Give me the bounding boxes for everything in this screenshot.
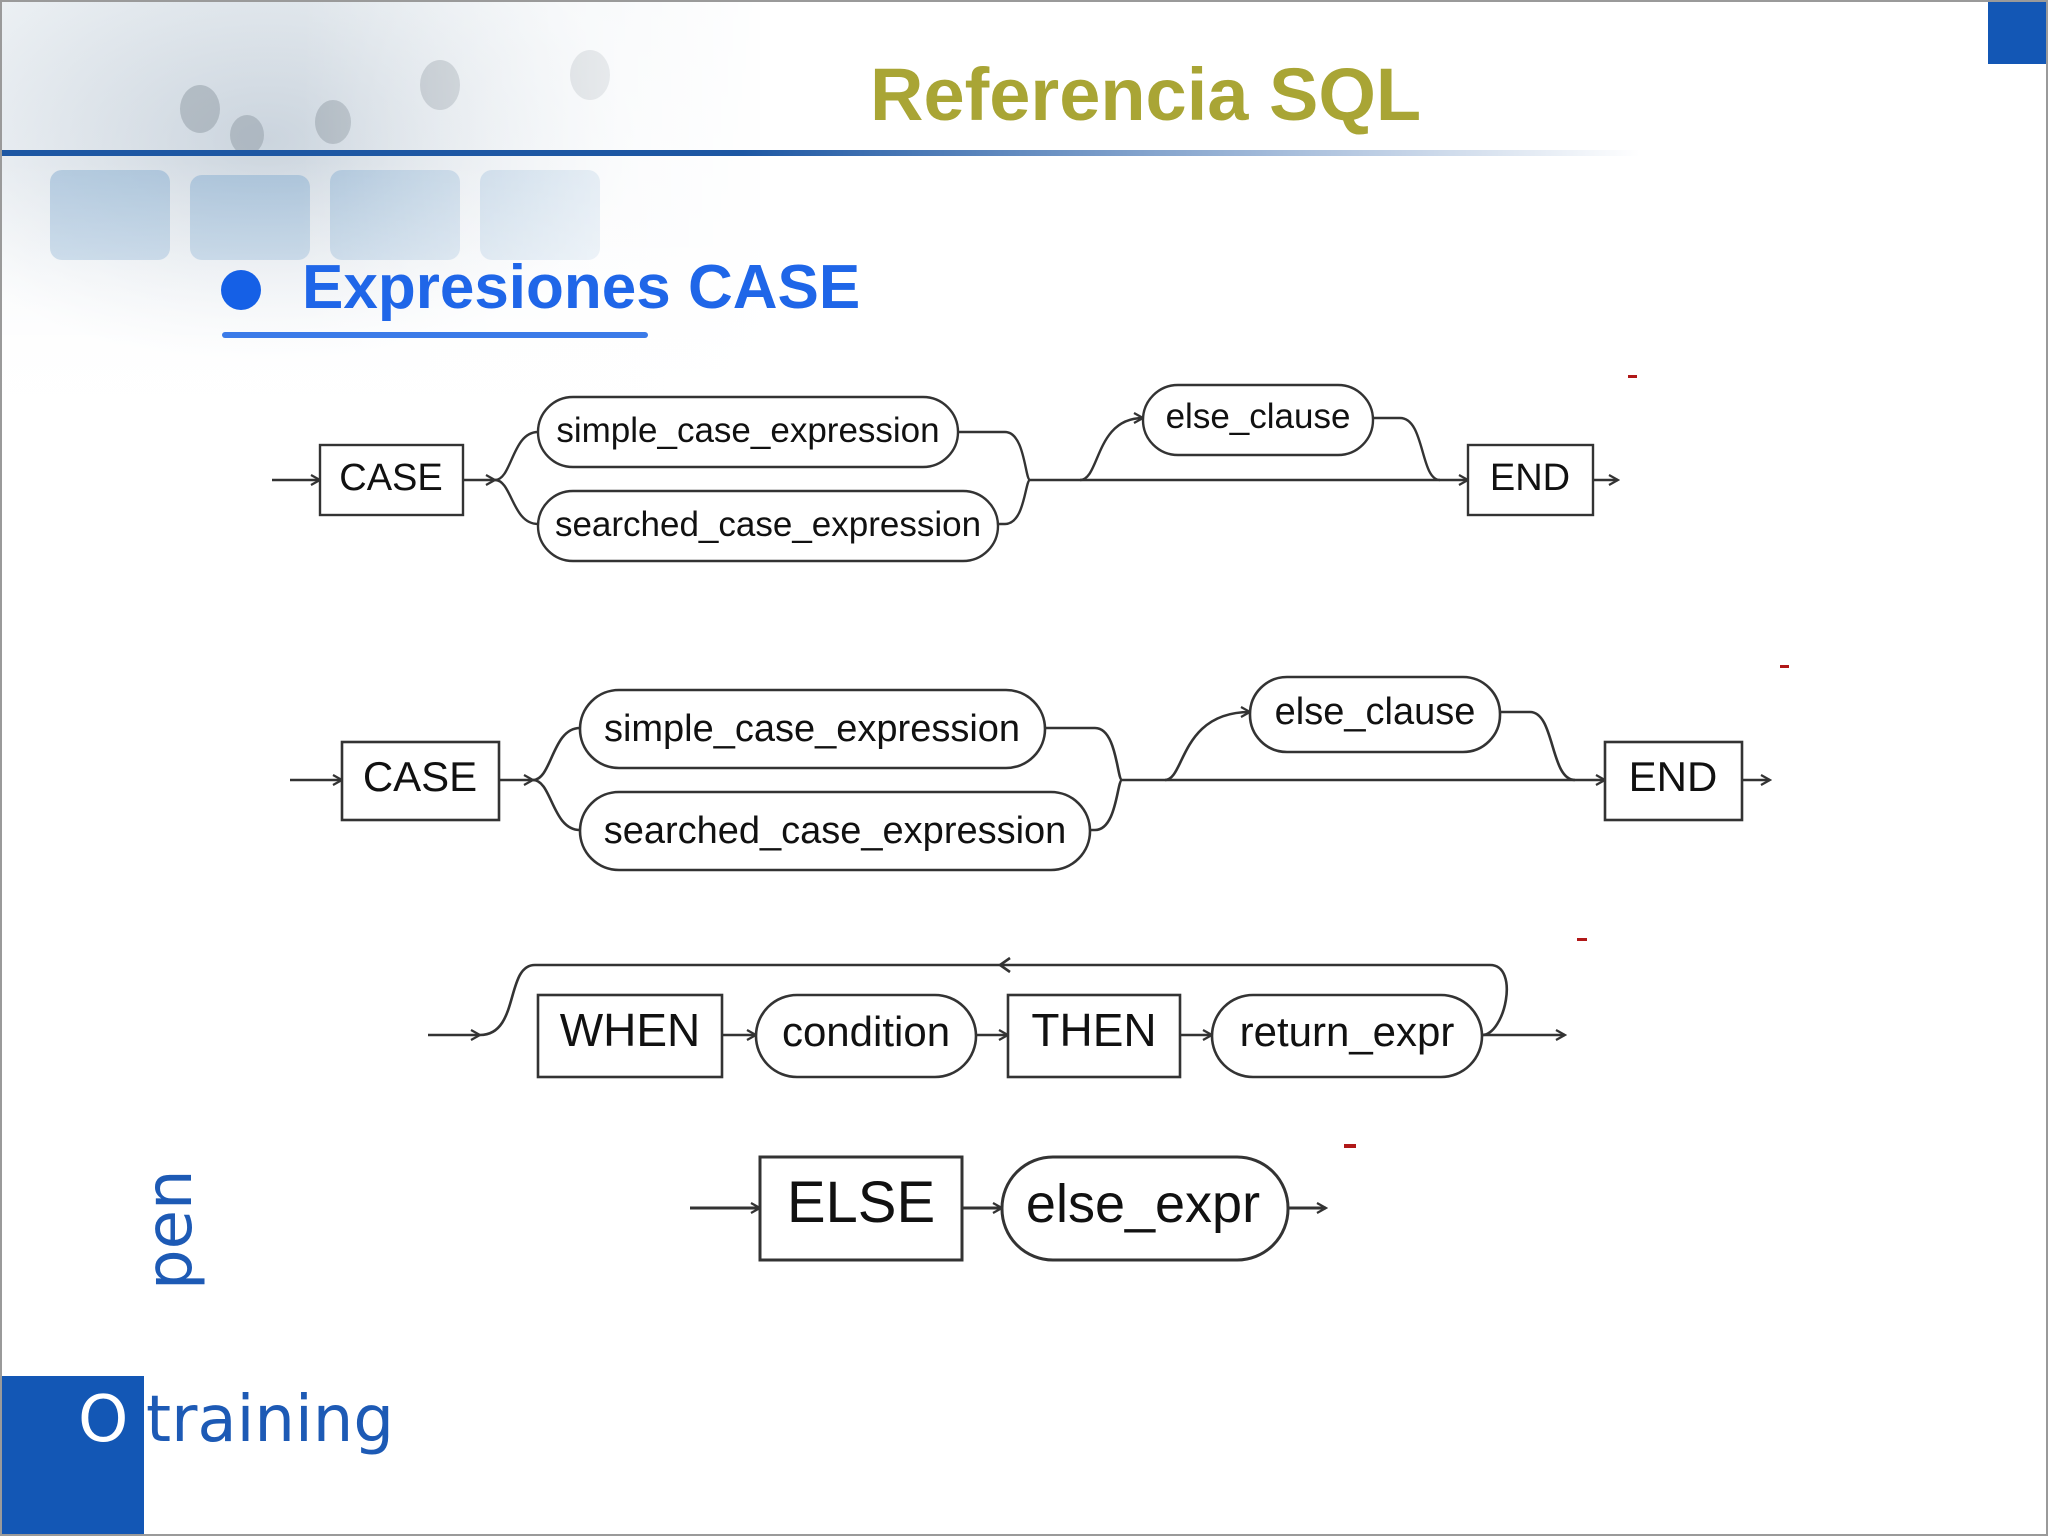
connector-line — [1164, 712, 1250, 782]
case-diagram-1 — [272, 383, 1618, 563]
loop-back-line — [479, 963, 1509, 1037]
red-mark — [1628, 375, 1637, 378]
corner-block — [1988, 0, 2048, 64]
connector-line — [998, 478, 1032, 526]
slide-subtitle: Expresiones CASE — [302, 253, 861, 322]
when-keyword-box — [536, 993, 724, 1079]
else-keyword-box — [758, 1155, 964, 1262]
else-clause-box — [1141, 383, 1375, 457]
connector-line — [494, 430, 539, 482]
searched-case-expression-label: searched_case_expression — [555, 505, 981, 544]
case-diagram-2 — [290, 675, 1770, 872]
else-expr-label: else_expr — [1026, 1174, 1260, 1234]
then-keyword-box — [1006, 993, 1182, 1079]
connector-line — [1090, 778, 1124, 832]
red-mark — [1577, 938, 1587, 941]
end-keyword-box — [1603, 740, 1744, 822]
slide-title: Referencia SQL — [870, 53, 1422, 136]
else-clause-label: else_clause — [1275, 691, 1476, 733]
end-keyword-label: END — [1629, 753, 1718, 800]
connector-line — [1079, 418, 1143, 482]
person-head — [180, 85, 220, 133]
subtitle-underline — [222, 332, 648, 338]
person-head — [230, 115, 264, 155]
else-clause-box — [1248, 675, 1502, 754]
connector-line — [494, 478, 539, 526]
case-keyword-box — [318, 443, 465, 517]
case-keyword-box — [340, 740, 501, 822]
end-keyword-label: END — [1490, 457, 1570, 499]
connector-line — [1373, 416, 1441, 482]
return-expr-label: return_expr — [1240, 1008, 1455, 1055]
condition-label: condition — [782, 1008, 950, 1055]
connector-line — [532, 726, 581, 782]
else-clause-label: else_clause — [1166, 397, 1351, 436]
header-line — [0, 150, 1640, 156]
loop-arrow-icon — [997, 956, 1011, 974]
connector-line — [958, 430, 1032, 482]
simple-case-expression-label: simple_case_expression — [604, 708, 1020, 750]
logo-o-letter: O — [78, 1383, 129, 1457]
case-keyword-label: CASE — [363, 753, 477, 800]
then-keyword-label: THEN — [1031, 1004, 1156, 1056]
connector-line — [1500, 710, 1576, 782]
when-then-diagram — [428, 956, 1565, 1079]
else-diagram — [690, 1155, 1326, 1262]
logo-open-text: pen — [133, 1169, 207, 1290]
connector-line — [1045, 726, 1124, 782]
connector-line — [532, 778, 581, 832]
searched-case-expression-label: searched_case_expression — [604, 810, 1067, 852]
logo-block — [0, 1376, 144, 1536]
logo-training-text: training — [146, 1383, 394, 1457]
when-keyword-label: WHEN — [560, 1004, 701, 1056]
simple-case-expression-label: simple_case_expression — [556, 411, 939, 450]
else-keyword-label: ELSE — [787, 1170, 935, 1235]
red-mark — [1780, 665, 1789, 668]
red-mark — [1344, 1144, 1356, 1148]
case-keyword-label: CASE — [339, 457, 442, 499]
bullet-icon — [221, 270, 261, 310]
searched-case-expression-box — [536, 489, 1000, 563]
